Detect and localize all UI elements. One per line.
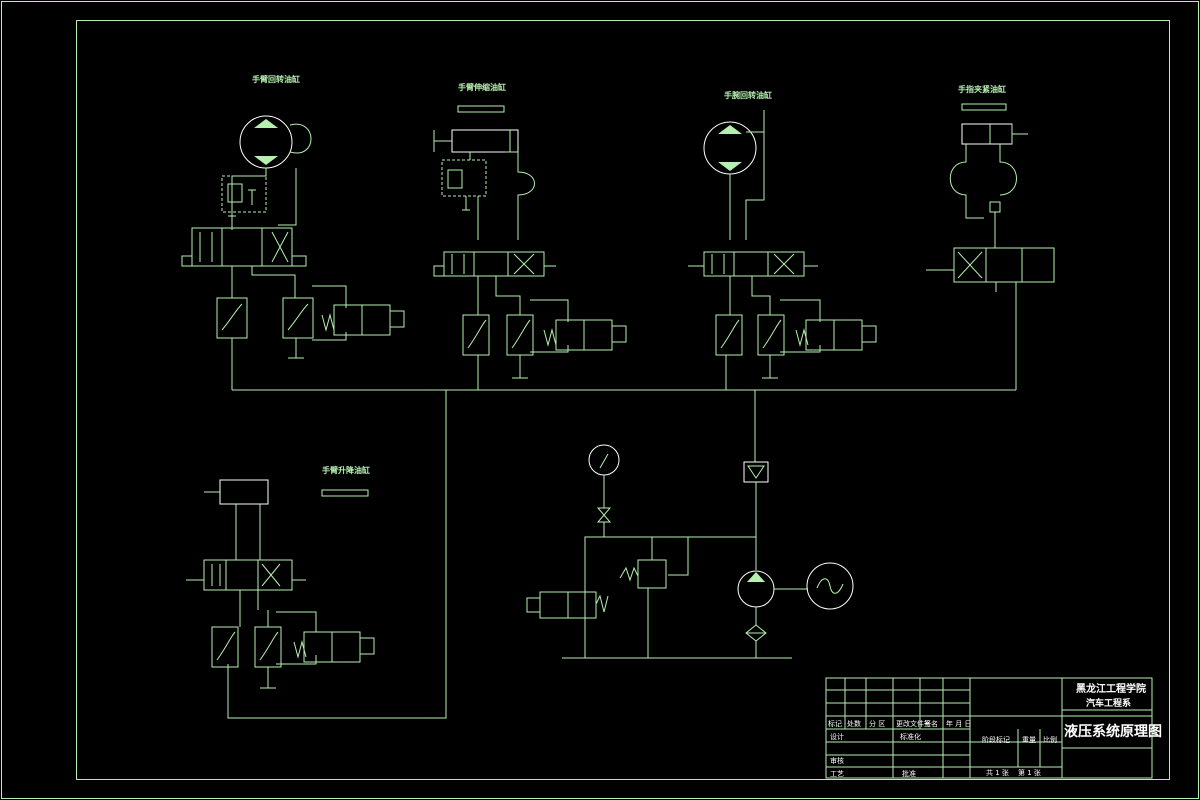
label-arm-rotate: 手臂回转油缸 [252,74,300,84]
label-gripper: 手指夹紧油缸 [958,84,1006,94]
tb-process: 工艺 [830,770,844,778]
tb-stage-mark: 阶段标记 [982,735,1010,744]
tb-standard: 标准化 [900,732,921,741]
throttle-valve-5a [211,626,239,668]
throttle-valve-3a [715,314,743,356]
throttle-valve-1b [282,297,314,339]
tb-sign: 签名 [924,719,938,728]
label-arm-lift: 手臂升降油缸 [322,465,370,475]
power-unit [526,390,854,659]
motor-icon [806,562,854,610]
wrist-rotate-unit: 手腕回转油缸 [688,90,877,390]
arm-rotate-unit: 手臂回转油缸 [181,74,405,390]
directional-valve-1 [191,227,293,267]
drawing-title: 液压系统原理图 [1064,723,1162,740]
tb-mark: 标记 [828,719,842,728]
tb-scale: 比例 [1043,735,1057,744]
inner-frame [76,20,1170,780]
throttle-valve-2a [462,314,490,356]
tb-approve: 批准 [902,769,916,778]
tb-design: 设计 [830,732,844,741]
throttle-valve-3b [757,314,785,356]
tb-date: 年 月 日 [946,719,971,728]
label-wrist-rotate: 手腕回转油缸 [724,90,772,100]
directional-valve-4 [953,247,1055,283]
directional-valve-5 [203,559,293,591]
directional-valve-2 [443,251,545,277]
label-arm-extend: 手臂伸缩油缸 [458,82,506,92]
relief-valve [637,559,667,589]
arm-lift-unit: 手臂升降油缸 [186,465,375,689]
tb-review: 审核 [830,756,844,765]
tb-file: 更改文件号 [896,719,931,728]
tb-sheet-no: 第 1 张 [1018,768,1041,777]
throttle-valve-1a [216,297,248,339]
gripper-unit: 手指夹紧油缸 [926,84,1055,390]
cylinder-5 [219,479,269,505]
tb-weight: 重量 [1022,736,1036,744]
arm-extend-unit: 手臂伸缩油缸 [433,82,627,390]
cylinder-4 [961,123,1013,145]
dept-name: 汽车工程系 [1086,697,1131,709]
check-valve [743,461,769,483]
return-line [227,390,447,719]
directional-valve-3 [703,251,805,277]
tb-count: 处数 [847,719,861,728]
school-name: 黑龙江工程学院 [1076,682,1146,695]
cylinder-2 [451,129,519,153]
tb-zone: 分 区 [869,719,885,728]
tb-sheets: 共 1 张 [986,768,1009,777]
title-block: 黑龙江工程学院 汽车工程系 液压系统原理图 标记 处数 分 区 更改文件号 签名… [825,677,1162,779]
